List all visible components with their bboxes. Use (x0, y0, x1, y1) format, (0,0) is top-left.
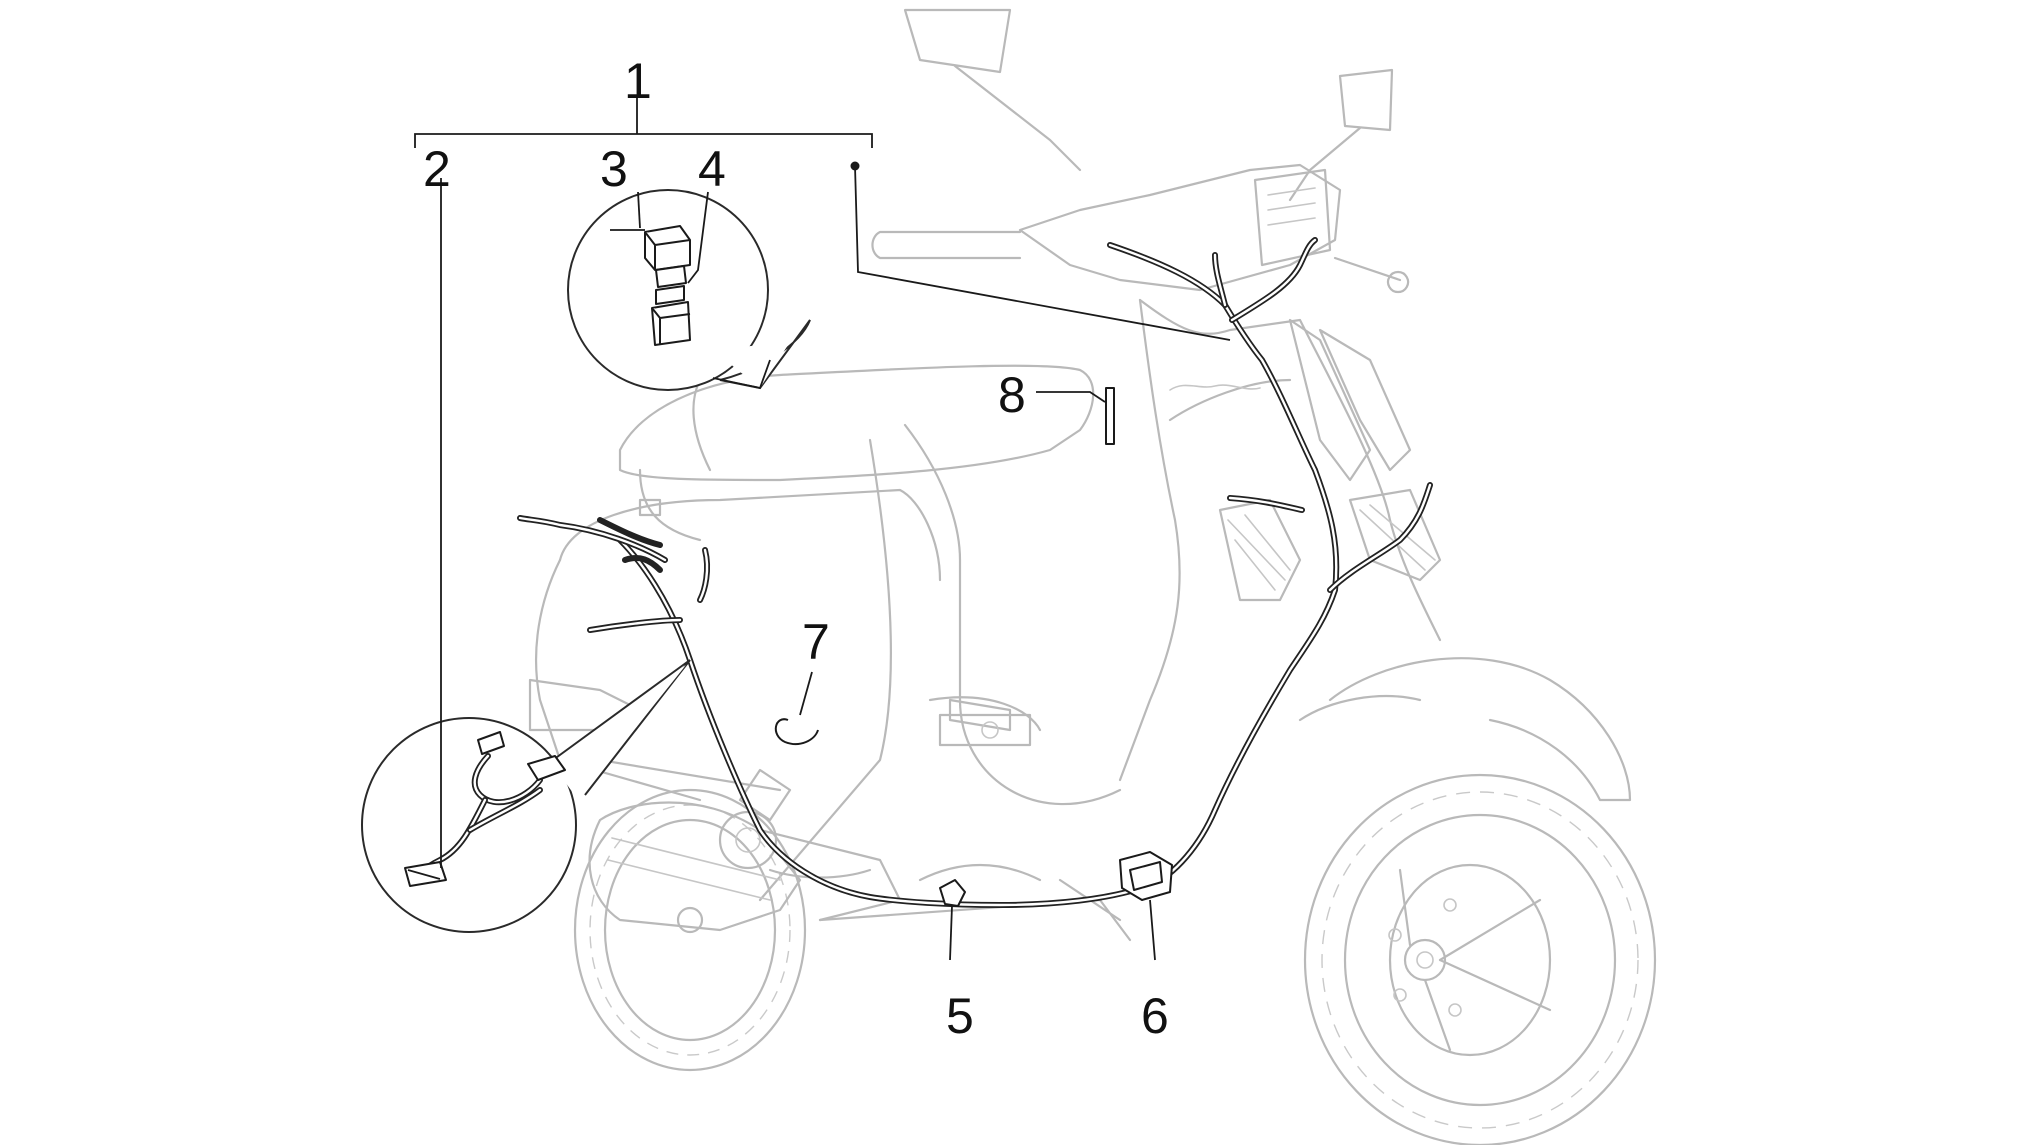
part-8-pin (1036, 387, 1115, 445)
callout-3: 3 (600, 141, 628, 197)
callout-4: 4 (698, 141, 726, 197)
callout-leaders (414, 98, 1231, 868)
callout-8: 8 (998, 367, 1026, 423)
detail-bubble-wiring-plug (361, 659, 691, 933)
wiring-harness (517, 237, 1433, 908)
callout-2: 2 (423, 141, 451, 197)
part-6-connector-bracket (1119, 851, 1173, 961)
callout-5: 5 (946, 988, 974, 1044)
detail-bubble-relay (567, 189, 811, 391)
callout-6: 6 (1141, 988, 1169, 1044)
part-5-cable-clip (939, 879, 966, 961)
callout-labels: 1 2 3 4 5 6 7 8 (423, 53, 1169, 1044)
callout-1: 1 (624, 53, 652, 109)
part-7-wire-tie (774, 671, 819, 746)
callout-7: 7 (802, 614, 830, 670)
